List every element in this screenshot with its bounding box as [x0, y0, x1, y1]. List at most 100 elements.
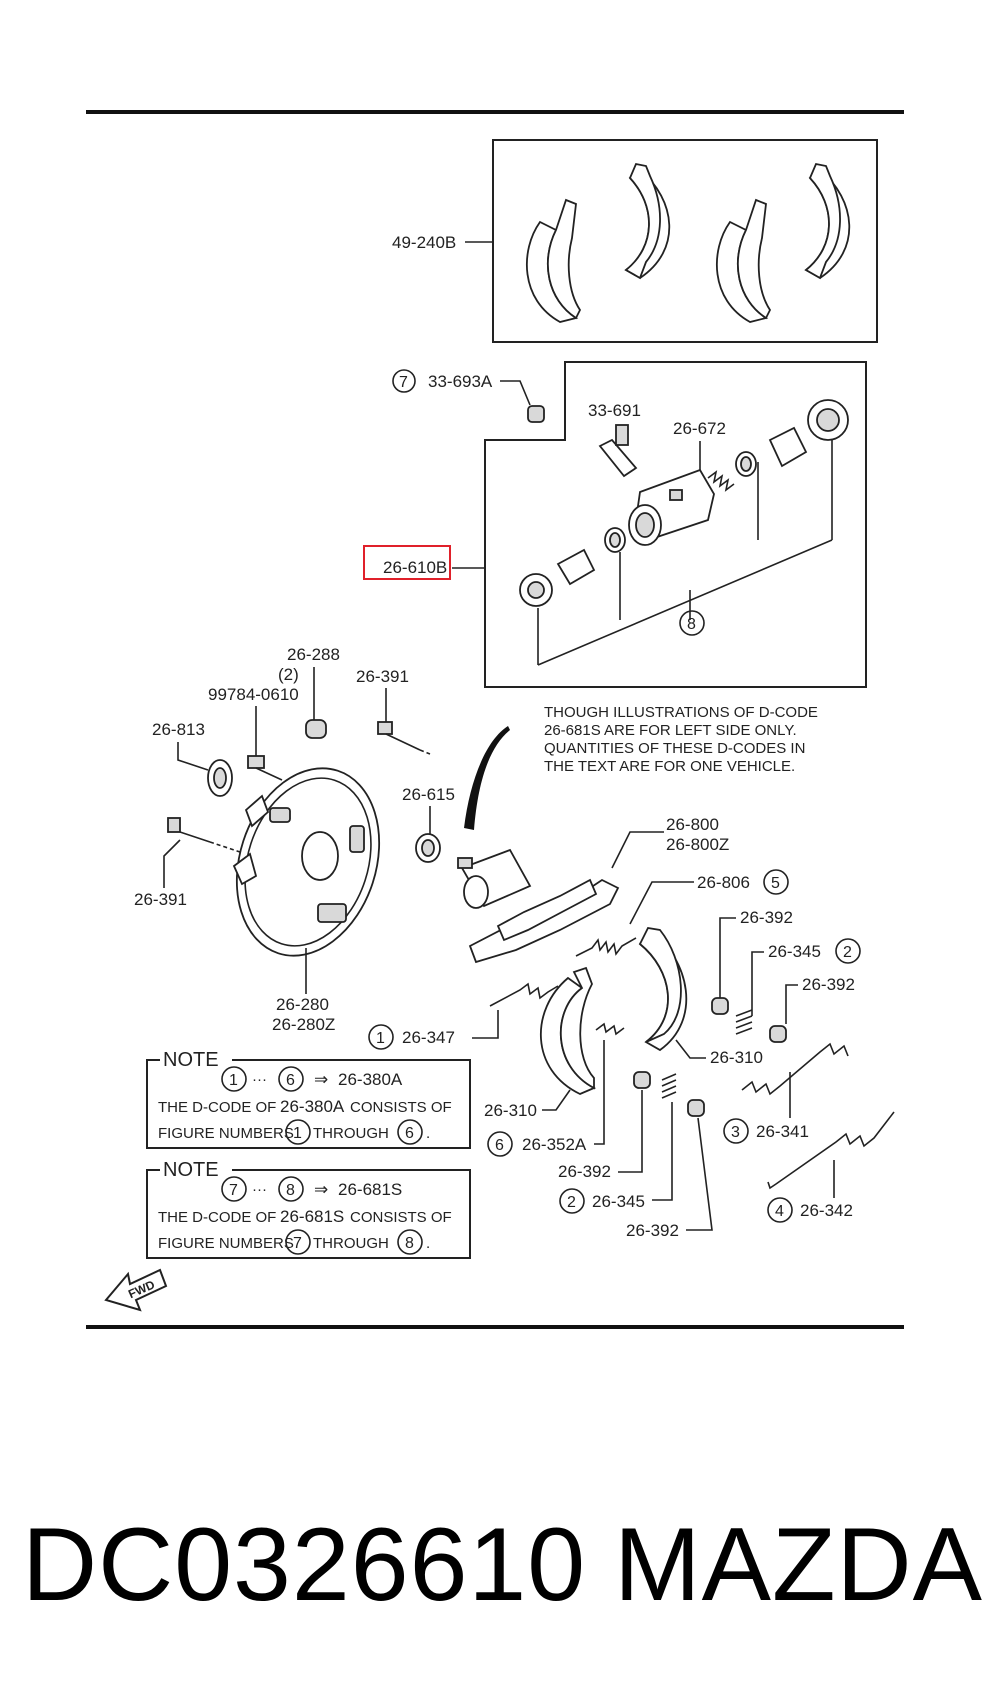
leader-spring-345-b	[652, 1102, 673, 1201]
note2-dots: ···	[252, 1181, 267, 1198]
grommet-icon	[305, 719, 327, 739]
note2-text-code: 26-681S	[280, 1207, 344, 1226]
note1-end: .	[426, 1125, 430, 1142]
circle-2-b-icon	[559, 1188, 585, 1214]
note2-box	[146, 1169, 471, 1259]
note1-from2-icon	[285, 1119, 311, 1145]
leader-shoe-310-left	[542, 1089, 571, 1111]
bolt-9978-icon	[247, 755, 283, 781]
label-bolt-391-left[interactable]: 26-391	[134, 890, 187, 909]
circle-4-label: 4	[775, 1203, 784, 1220]
circle-1-icon	[368, 1024, 394, 1050]
note2-to2: 8	[405, 1235, 414, 1252]
pin-392-c-icon	[633, 1071, 651, 1089]
leader-spring-347	[472, 1010, 499, 1039]
circle-3-label: 3	[731, 1124, 740, 1141]
bracket-8	[537, 440, 833, 666]
notice-line-2: 26-681S ARE FOR LEFT SIDE ONLY.	[544, 722, 797, 739]
note2-to2-icon	[397, 1229, 423, 1255]
label-wheel-cyl-assy[interactable]: 26-610B	[383, 558, 447, 577]
pin-392-b-icon	[769, 1025, 787, 1043]
label-spring-347[interactable]: 26-347	[402, 1028, 455, 1047]
note1-to-icon	[278, 1066, 304, 1092]
circle-1-label: 1	[376, 1030, 385, 1047]
note2-text-b: CONSISTS OF	[350, 1209, 452, 1226]
label-strut-800z[interactable]: 26-800Z	[666, 835, 729, 854]
spring-347-icon	[489, 982, 559, 1007]
spring-342-icon	[767, 1111, 895, 1190]
label-shoe-310-left[interactable]: 26-310	[484, 1101, 537, 1120]
label-spring-672[interactable]: 26-672	[673, 419, 726, 438]
note2-from-icon	[221, 1176, 247, 1202]
circle-8-icon	[679, 610, 705, 636]
leader-pin-392-c	[618, 1090, 643, 1173]
label-cap[interactable]: 33-693A	[428, 372, 493, 391]
spring-806-icon	[575, 937, 637, 957]
note2-through: THROUGH	[313, 1235, 389, 1252]
note1-through: THROUGH	[313, 1125, 389, 1142]
circle-2-a-label: 2	[843, 944, 852, 961]
note1-to2: 6	[405, 1125, 414, 1142]
label-spring-806[interactable]: 26-806	[697, 873, 750, 892]
seal-813-icon	[207, 759, 233, 797]
note1-text-a: THE D-CODE OF	[158, 1099, 276, 1116]
label-pin-392-a[interactable]: 26-392	[740, 908, 793, 927]
note2-from2-icon	[285, 1229, 311, 1255]
label-bolt-391-top[interactable]: 26-391	[356, 667, 409, 686]
leader-pin-392-b	[785, 984, 798, 1024]
wheel-cylinder-icon	[628, 468, 715, 546]
label-qty-2: (2)	[278, 665, 299, 684]
circle-6-label: 6	[495, 1137, 504, 1154]
spring-345-a-icon	[735, 1009, 753, 1035]
brake-line-icon	[464, 726, 510, 830]
leader-spring-345-a	[751, 951, 764, 1016]
note1-arrow: ⇒	[314, 1070, 328, 1089]
circle-7-top-icon	[392, 369, 416, 393]
wheel-cylinder-box	[484, 361, 867, 688]
label-spring-345-a[interactable]: 26-345	[768, 942, 821, 961]
label-pin-392-b[interactable]: 26-392	[802, 975, 855, 994]
label-cyl-615[interactable]: 26-615	[402, 785, 455, 804]
leader-bolt-391-left	[163, 839, 181, 888]
label-spring-342[interactable]: 26-342	[800, 1201, 853, 1220]
footer: DC0326610 MAZDA	[0, 1495, 991, 1635]
label-pin-392-d[interactable]: 26-392	[626, 1221, 679, 1240]
note1-box	[146, 1059, 471, 1149]
note2-end: .	[426, 1235, 430, 1252]
shoe-kit-box	[492, 139, 878, 343]
pin-392-a-icon	[711, 997, 729, 1015]
note1-dots: ···	[252, 1071, 267, 1088]
label-shoe-310-right[interactable]: 26-310	[710, 1048, 763, 1067]
label-bolt-9978[interactable]: 99784-0610	[208, 685, 299, 704]
label-strut-800[interactable]: 26-800	[666, 815, 719, 834]
label-backing-plate-z[interactable]: 26-280Z	[272, 1015, 335, 1034]
spring-341-icon	[741, 1042, 849, 1096]
label-shoe-kit[interactable]: 49-240B	[392, 233, 456, 252]
note2-title: NOTE	[163, 1159, 219, 1181]
cylinder-seal-icon	[415, 833, 441, 863]
label-seal-813[interactable]: 26-813	[152, 720, 205, 739]
circle-5-icon	[763, 869, 789, 895]
label-bleeder[interactable]: 33-691	[588, 401, 641, 420]
leader-shoe-310-right	[675, 1039, 706, 1059]
leader-cap	[500, 380, 531, 406]
label-bolt-288[interactable]: 26-288	[287, 645, 340, 664]
label-backing-plate[interactable]: 26-280	[276, 995, 329, 1014]
note1-from: 1	[229, 1072, 238, 1089]
brand-name: MAZDA	[614, 1507, 983, 1623]
note1-to: 6	[286, 1072, 295, 1089]
label-spring-345-b[interactable]: 26-345	[592, 1192, 645, 1211]
forward-arrow-icon: FWD	[104, 1268, 168, 1312]
cap-icon	[527, 405, 545, 423]
label-spring-341[interactable]: 26-341	[756, 1122, 809, 1141]
note1-text-code: 26-380A	[280, 1097, 345, 1116]
leader-strut-800	[611, 831, 664, 869]
circle-2-a-icon	[835, 938, 861, 964]
notice-line-3: QUANTITIES OF THESE D-CODES IN	[544, 740, 805, 757]
backing-plate-icon	[232, 767, 381, 957]
label-pin-392-c[interactable]: 26-392	[558, 1162, 611, 1181]
circle-8-label: 8	[687, 616, 696, 633]
label-adjuster-352[interactable]: 26-352A	[522, 1135, 587, 1154]
pin-392-d-icon	[687, 1099, 705, 1117]
